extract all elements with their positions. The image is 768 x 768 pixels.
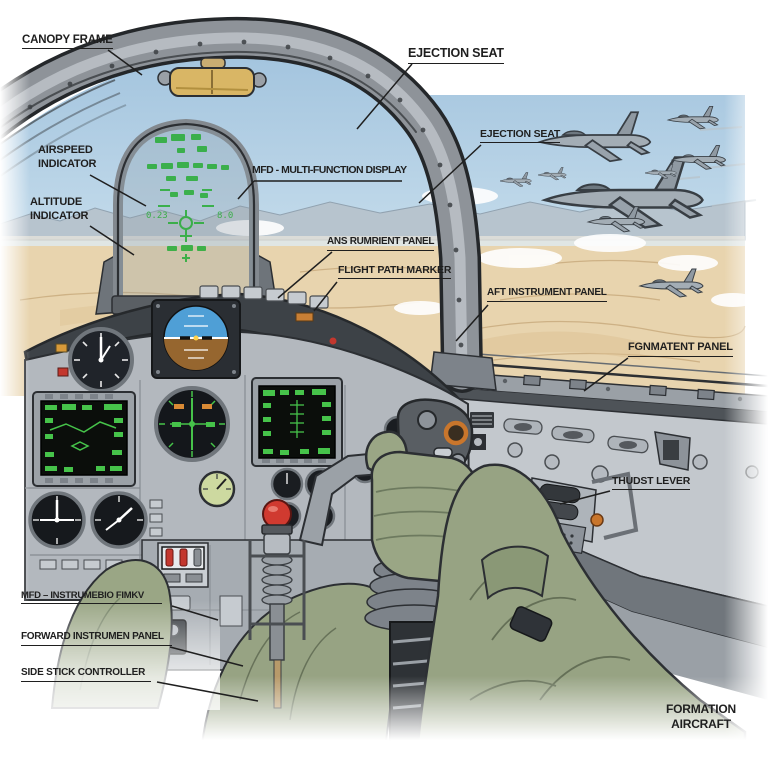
label-ejection-seat-mid: EJECTION SEAT xyxy=(480,128,560,144)
label-side-stick-controller: SIDE STICK CONTROLLER xyxy=(21,667,152,682)
fade-bottom-left xyxy=(0,600,220,710)
label-instrument-panel: ANS RUMRIENT PANEL xyxy=(327,236,435,251)
left-mfd-screen xyxy=(32,391,136,487)
label-ejection-seat-top: EJECTION SEAT xyxy=(408,46,504,64)
canopy-latch xyxy=(157,57,267,97)
canopy-sill-rail xyxy=(451,351,768,424)
adi-display xyxy=(151,299,241,379)
leader-lines xyxy=(89,49,629,702)
yellow-gauge xyxy=(198,470,236,508)
stick-top-button xyxy=(417,410,437,430)
label-thrust-lever: THUDST LEVER xyxy=(612,475,690,491)
rivets xyxy=(27,39,464,348)
right-mfd-screen xyxy=(251,377,343,467)
hud-readout-right: 8.0 xyxy=(217,211,233,221)
sleeve-strap xyxy=(509,606,553,642)
label-fonmatent-panel: FGNMATENT PANEL xyxy=(628,341,733,357)
label-mfd-instrument: MFD – INSTRUMEBIO FIMKV xyxy=(21,590,162,604)
label-canopy-frame: CANOPY FRAME xyxy=(22,33,113,50)
label-aft-instrument-panel: AFT INSTRUMENT PANEL xyxy=(487,287,607,302)
hud-symbology: 0.23 8.0 xyxy=(146,134,233,262)
label-formation-aircraft: FORMATION AIRCRAFT xyxy=(666,702,736,731)
label-forward-instrument-panel: FORWARD INSTRUMEN PANEL xyxy=(21,631,172,646)
vsi-gauge xyxy=(90,491,148,549)
center-nav-gauge xyxy=(154,386,230,462)
panel-top-buttons xyxy=(199,285,329,309)
fade-left xyxy=(0,0,30,768)
hud-readout-left: 0.23 xyxy=(146,211,168,221)
altimeter-gauge xyxy=(28,491,86,549)
clock-gauge xyxy=(68,327,134,393)
stick-orange-button xyxy=(443,420,469,446)
fade-right xyxy=(724,60,768,768)
label-mfd-display: MFD - MULTI-FUNCTION DISPLAY xyxy=(252,164,407,176)
label-altitude-indicator: ALTITUDE INDICATOR xyxy=(30,196,89,222)
label-airspeed-indicator: AIRSPEED INDICATOR xyxy=(38,144,97,170)
label-flight-path-marker: FLIGHT PATH MARKER xyxy=(338,264,451,280)
